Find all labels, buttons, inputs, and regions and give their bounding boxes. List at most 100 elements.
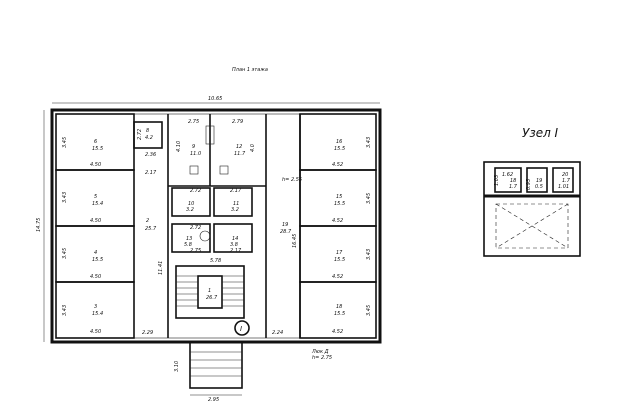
- room-10: [171, 187, 211, 217]
- room-11: [213, 187, 253, 217]
- dim-275a: 2.75: [188, 119, 199, 125]
- dim-224: 2.24: [272, 330, 283, 336]
- node-outline: [483, 161, 581, 257]
- dim-left: 14.75: [36, 218, 42, 232]
- room-num: 9: [192, 144, 195, 150]
- room-area: 25.7: [145, 226, 157, 232]
- right-room-num: 15: [336, 194, 342, 200]
- node-v2: 0.5: [535, 184, 543, 190]
- right-room-block: [299, 113, 377, 339]
- dim-top: 10.65: [208, 96, 222, 102]
- right-room-height: 3.45: [366, 305, 372, 316]
- node-marker: [234, 320, 250, 336]
- room-num: 2: [146, 218, 149, 224]
- node-cell-2: [526, 167, 548, 193]
- dim-578: 5.78: [210, 258, 221, 264]
- left-room-height: 3.43: [62, 305, 68, 316]
- dim-229: 2.29: [142, 330, 153, 336]
- room-8-box: [133, 121, 163, 149]
- room-area: 4.2: [145, 135, 153, 141]
- left-room-area: 15.5: [92, 146, 103, 152]
- left-room-num: 5: [94, 194, 97, 200]
- right-room-width: 4.52: [332, 274, 343, 280]
- entrance-treads: [190, 351, 242, 377]
- right-room-width: 4.52: [332, 218, 343, 224]
- staircase: [175, 265, 245, 319]
- room-area: 3.2: [186, 207, 194, 213]
- fixture: [219, 165, 229, 175]
- right-room-width: 4.52: [332, 162, 343, 168]
- entrance-steps: [189, 341, 243, 389]
- dim-236: 2.36: [145, 152, 156, 158]
- node-left-h: 1.03: [494, 175, 500, 186]
- node-cross-2: [495, 203, 569, 249]
- node-v3: 1.01: [558, 184, 569, 190]
- node-a1: 1.62: [502, 172, 513, 178]
- right-room-num: 18: [336, 304, 342, 310]
- room-area: 3.2: [231, 207, 239, 213]
- right-room-height: 3.43: [366, 249, 372, 260]
- right-room-width: 4.52: [332, 329, 343, 335]
- left-room-width: 4.50: [90, 274, 101, 280]
- right-room-num: 16: [336, 139, 342, 145]
- room-area: 5.8: [184, 242, 192, 248]
- node-n1: 18: [510, 178, 516, 184]
- room-num: 12: [236, 144, 242, 150]
- right-room-height: 3.43: [366, 137, 372, 148]
- room-num: 10: [188, 201, 194, 207]
- dim-40: 4.0: [250, 144, 256, 152]
- node-cell-1: [494, 167, 522, 193]
- room-18: [299, 281, 377, 339]
- fixture-round: [199, 230, 211, 242]
- room-area: 28.7: [280, 229, 292, 235]
- right-room-area: 15.5: [334, 201, 345, 207]
- left-room-area: 15.4: [92, 201, 103, 207]
- dim-217c: 2.17: [230, 248, 242, 254]
- node-n2: 19: [536, 178, 542, 184]
- left-room-height: 3.45: [62, 137, 68, 148]
- room-num: 11: [233, 201, 239, 207]
- right-room-area: 15.5: [334, 311, 345, 317]
- node-v4: 1.7: [562, 178, 571, 184]
- room-num: 19: [282, 222, 288, 228]
- plan-title: План 1 этажа: [232, 67, 268, 73]
- right-room-num: 17: [336, 250, 343, 256]
- right-room-area: 15.5: [334, 146, 345, 152]
- left-room-area: 15.4: [92, 311, 103, 317]
- left-room-width: 4.50: [90, 218, 101, 224]
- fixture: [205, 125, 215, 145]
- room-area: 11.0: [190, 151, 201, 157]
- dim-410: 4.10: [176, 141, 182, 152]
- room-3: [55, 281, 135, 339]
- fixture: [189, 165, 199, 175]
- room-13: [171, 223, 211, 253]
- room-num: 13: [186, 236, 192, 242]
- dim-272a: 2.72: [137, 129, 143, 140]
- left-room-num: 6: [94, 139, 97, 145]
- left-room-num: 4: [94, 250, 97, 256]
- left-room-height: 3.45: [62, 248, 68, 259]
- node-cell-3: [552, 167, 574, 193]
- left-room-height: 3.43: [62, 192, 68, 203]
- dim-step: 3.10: [174, 361, 180, 372]
- node-v1: 1.7: [509, 184, 518, 190]
- room-area: 26.7: [206, 295, 218, 301]
- stair-well: [197, 275, 223, 309]
- dim-279: 2.79: [232, 119, 243, 125]
- room-area: 11.7: [234, 151, 246, 157]
- dim-272b: 2.72: [190, 188, 201, 194]
- stair-treads: [176, 275, 244, 307]
- left-room-num: 3: [94, 304, 97, 310]
- node-marker-label: I: [240, 325, 242, 333]
- dim-bottom: 2.95: [208, 397, 219, 403]
- left-room-width: 4.50: [90, 162, 101, 168]
- entrance-note-1: Люк Д: [311, 349, 329, 355]
- left-room-area: 15.5: [92, 257, 103, 263]
- node-n3: 20: [562, 172, 568, 178]
- left-room-width: 4.50: [90, 329, 101, 335]
- dim-255: h= 2.55: [282, 177, 302, 183]
- dim-217a: 2.17: [145, 170, 157, 176]
- entrance-note-2: h= 2.75: [312, 355, 332, 361]
- dim-217b: 2.17: [230, 188, 242, 194]
